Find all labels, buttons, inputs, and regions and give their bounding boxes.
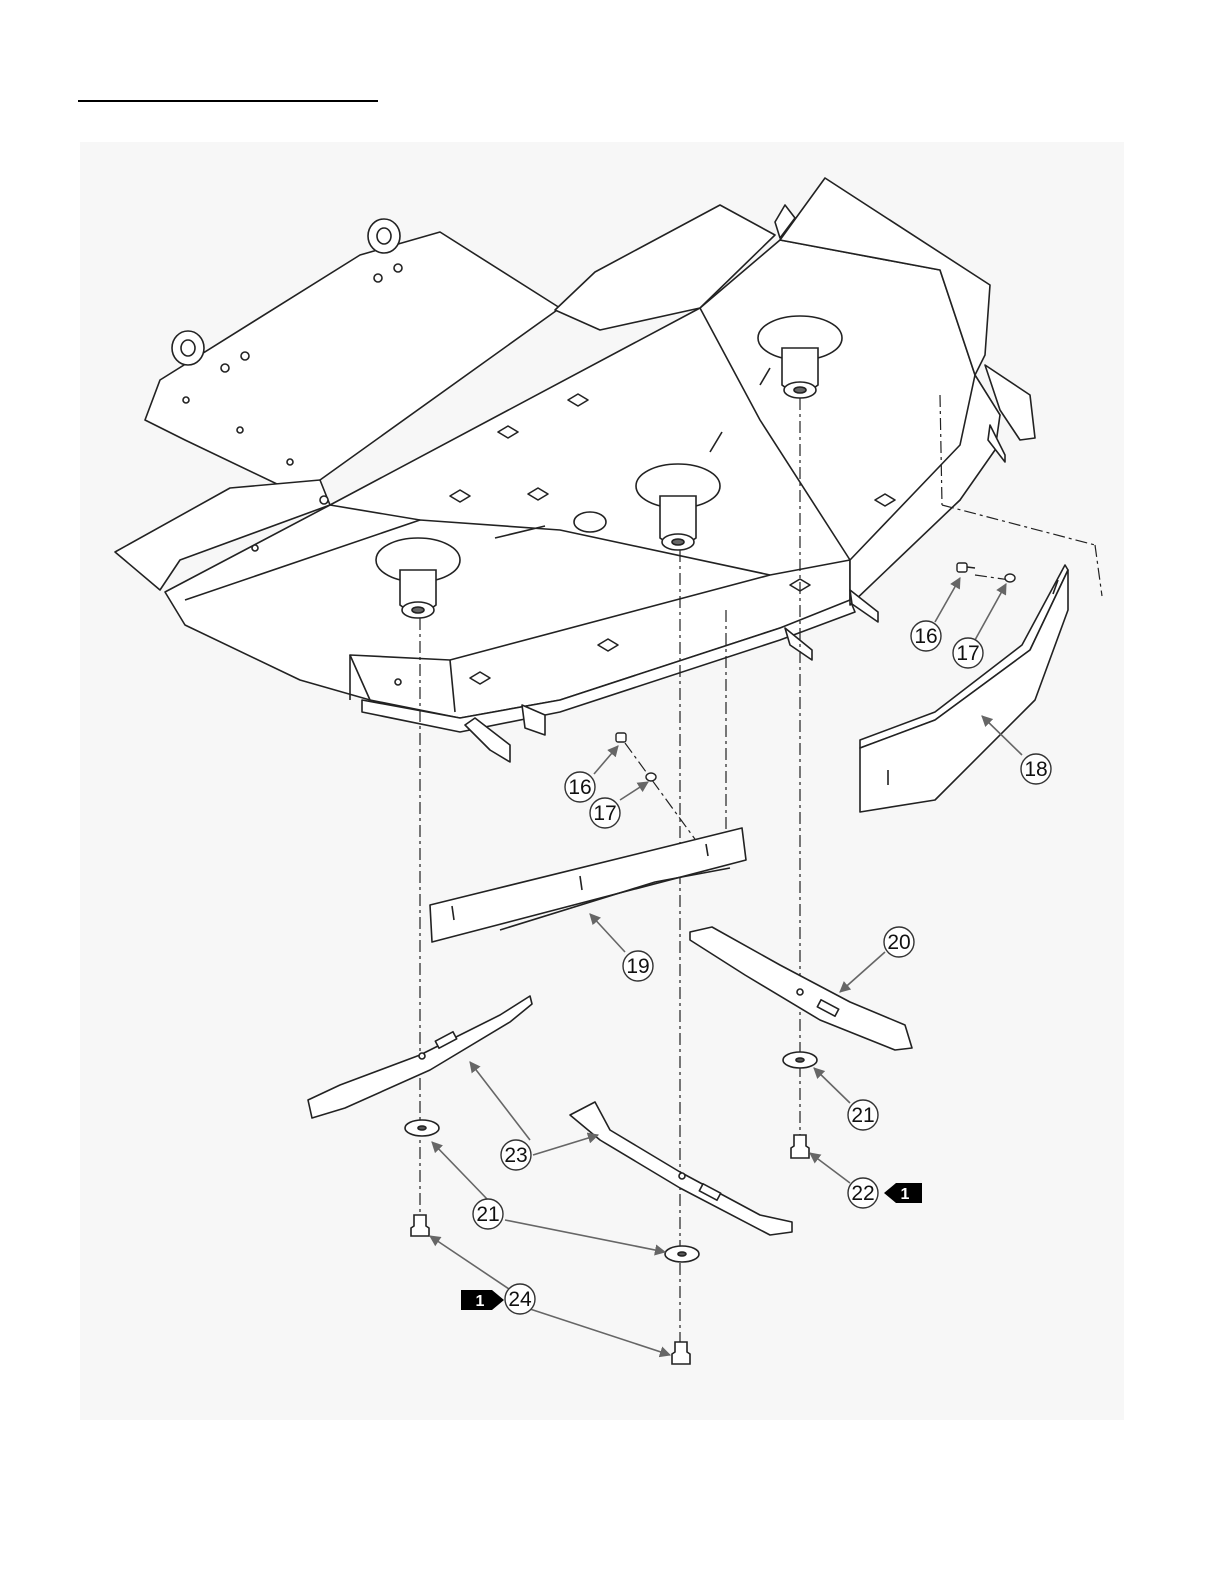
callout-17-right: 17 xyxy=(953,638,983,668)
blade-right xyxy=(690,927,912,1050)
callout-21-left: 21 xyxy=(473,1199,503,1229)
svg-text:24: 24 xyxy=(508,1288,532,1311)
svg-text:19: 19 xyxy=(626,955,649,978)
callout-23: 23 xyxy=(501,1140,531,1170)
callout-20: 20 xyxy=(884,927,914,957)
callout-16-right: 16 xyxy=(911,621,941,651)
svg-text:18: 18 xyxy=(1024,758,1047,781)
blade-washers xyxy=(405,1052,817,1262)
svg-text:16: 16 xyxy=(914,625,937,648)
callout-16-center: 16 xyxy=(565,772,595,802)
svg-text:23: 23 xyxy=(504,1144,527,1167)
callout-24: 24 xyxy=(505,1284,535,1314)
svg-text:21: 21 xyxy=(476,1203,499,1226)
center-baffle xyxy=(430,828,746,942)
svg-text:17: 17 xyxy=(593,802,616,825)
svg-text:1: 1 xyxy=(901,1186,910,1203)
svg-text:1: 1 xyxy=(476,1293,485,1310)
note-flag-22: 1 xyxy=(884,1183,922,1203)
svg-text:17: 17 xyxy=(956,642,979,665)
svg-text:21: 21 xyxy=(851,1104,874,1127)
callout-17-center: 17 xyxy=(590,798,620,828)
blade-bolts xyxy=(411,1135,809,1364)
blade-center xyxy=(570,1102,792,1235)
callout-19: 19 xyxy=(623,951,653,981)
mower-deck xyxy=(115,178,1035,762)
callout-22: 22 xyxy=(848,1178,878,1208)
svg-text:16: 16 xyxy=(568,776,591,799)
callout-21-right: 21 xyxy=(848,1100,878,1130)
note-flag-24: 1 xyxy=(461,1290,504,1310)
svg-text:20: 20 xyxy=(887,931,910,954)
svg-text:22: 22 xyxy=(851,1182,874,1205)
callout-18: 18 xyxy=(1021,754,1051,784)
